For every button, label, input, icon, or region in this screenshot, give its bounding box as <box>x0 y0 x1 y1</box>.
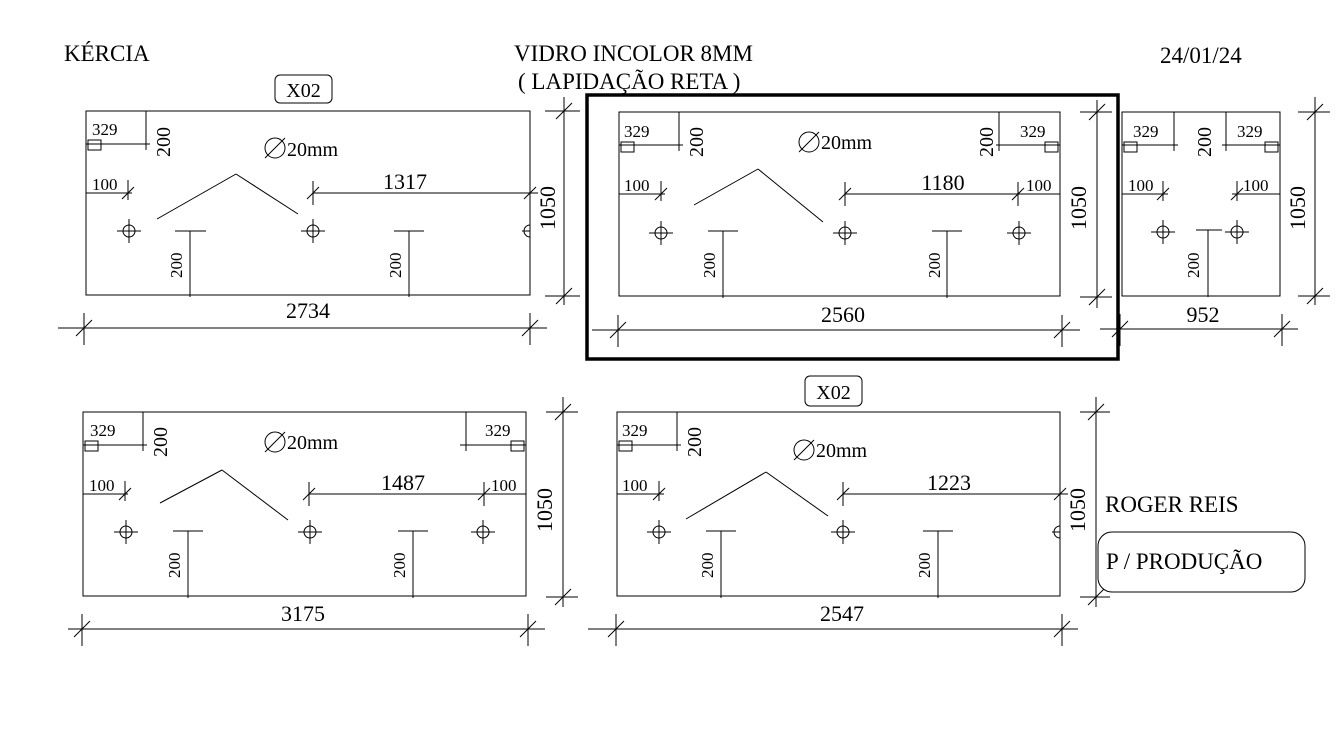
piece-2-hole-y-a: 200 <box>700 253 719 279</box>
piece-4-edge-left: 100 <box>89 476 115 495</box>
piece-2-highlight-frame <box>585 93 1120 361</box>
finish-subtitle: ( LAPIDAÇÃO RETA ) <box>518 69 740 94</box>
piece-5-hole-y-b: 200 <box>915 553 934 579</box>
author-name: ROGER REIS <box>1105 492 1239 517</box>
piece-3-edge-right: 100 <box>1243 176 1269 195</box>
piece-3-width: 952 <box>1187 302 1220 327</box>
piece-5-width: 2547 <box>820 601 864 626</box>
piece-2-edge-left: 100 <box>624 176 650 195</box>
piece-5-height: 1050 <box>1065 488 1090 532</box>
piece-4-corner-height: 200 <box>150 427 172 457</box>
piece-2-left-corner-width: 329 <box>624 122 650 141</box>
piece-2-span: 1180 <box>921 170 964 195</box>
piece-5-outline <box>616 411 1061 597</box>
piece-3-outline <box>1121 111 1281 297</box>
piece-4-hole-y-b: 200 <box>390 553 409 579</box>
piece-3-right-corner-width: 329 <box>1237 122 1263 141</box>
piece-5-hole-size: 20mm <box>816 440 868 462</box>
piece-1-hole-y-b: 200 <box>386 253 405 279</box>
piece-4-span: 1487 <box>381 470 425 495</box>
piece-5-hole-y-a: 200 <box>698 553 717 579</box>
piece-5-tag: X02 <box>816 382 850 404</box>
piece-5-edge-left: 100 <box>622 476 648 495</box>
piece-1-span: 1317 <box>383 169 427 194</box>
piece-1-corner-height: 200 <box>153 127 175 157</box>
piece-3: 329 200 329 100 100 200 952 1050 <box>1100 97 1330 346</box>
piece-1: X02 329 200 20mm 100 1317 200 200 <box>58 74 580 345</box>
piece-2-outline <box>618 111 1061 297</box>
piece-2-edge-right: 100 <box>1026 176 1052 195</box>
piece-3-height: 1050 <box>1285 186 1310 230</box>
material-title: VIDRO INCOLOR 8MM <box>514 41 753 66</box>
piece-2-right-corner-height: 200 <box>976 127 998 157</box>
piece-4-right-corner-width: 329 <box>485 421 511 440</box>
piece-1-hole-size: 20mm <box>287 139 339 161</box>
piece-5: X02 329 200 20mm 100 1223 200 200 2547 <box>588 375 1110 646</box>
piece-5-tag-box <box>804 375 863 407</box>
piece-2-hole-y-b: 200 <box>925 253 944 279</box>
piece-1-tag: X02 <box>286 80 320 102</box>
piece-2: 329 200 329 200 20mm 100 1180 100 200 <box>585 93 1120 361</box>
piece-4-outline <box>82 411 527 597</box>
piece-5-span: 1223 <box>927 470 971 495</box>
piece-3-edge-left: 100 <box>1128 176 1154 195</box>
piece-2-hole-size: 20mm <box>821 132 873 154</box>
piece-4-hole-y-a: 200 <box>165 553 184 579</box>
piece-2-height: 1050 <box>1066 186 1091 230</box>
client-name: KÉRCIA <box>64 41 150 66</box>
piece-4-hole-size: 20mm <box>287 432 339 454</box>
piece-5-corner-width: 329 <box>622 421 648 440</box>
purpose-label: P / PRODUÇÃO <box>1106 549 1262 574</box>
purpose-box <box>1097 531 1306 593</box>
piece-1-width: 2734 <box>286 298 330 323</box>
piece-4-left-corner-width: 329 <box>90 421 116 440</box>
piece-3-left-corner-width: 329 <box>1133 122 1159 141</box>
piece-4-height: 1050 <box>532 488 557 532</box>
piece-1-tag-box <box>274 74 333 104</box>
piece-1-hole-y-a: 200 <box>167 253 186 279</box>
piece-3-hole-y: 200 <box>1184 253 1203 279</box>
piece-2-left-corner-height: 200 <box>686 127 708 157</box>
piece-1-corner-width: 329 <box>92 120 118 139</box>
piece-3-corner-height: 200 <box>1194 127 1216 157</box>
piece-1-height: 1050 <box>535 186 560 230</box>
piece-4-edge-right: 100 <box>491 476 517 495</box>
piece-2-width: 2560 <box>821 302 865 327</box>
piece-2-right-corner-width: 329 <box>1020 122 1046 141</box>
piece-5-corner-height: 200 <box>684 427 706 457</box>
piece-4-width: 3175 <box>281 601 325 626</box>
date-label: 24/01/24 <box>1160 43 1242 68</box>
piece-1-outline <box>85 110 531 296</box>
piece-4: 329 200 329 20mm 100 1487 100 200 200 31… <box>68 397 578 646</box>
piece-1-edge-left: 100 <box>92 175 118 194</box>
